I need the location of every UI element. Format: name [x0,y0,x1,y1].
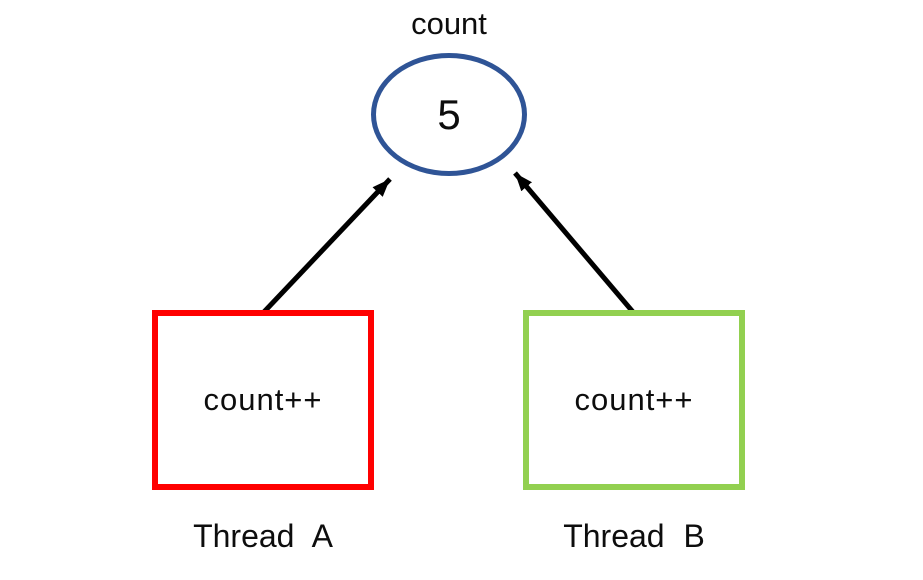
thread-a-operation: count++ [203,382,323,417]
thread-b-box: count++ [523,310,745,490]
arrow-thread-b-to-counter [513,171,635,314]
thread-a-box: count++ [152,310,374,490]
arrow-thread-a-to-counter [261,177,392,315]
counter-value: 5 [437,90,461,138]
counter-ellipse: 5 [371,53,527,176]
thread-b-label: Thread B [563,518,705,554]
thread-a-label: Thread A [193,518,333,554]
counter-label: count [411,6,487,41]
thread-b-operation: count++ [574,382,694,417]
